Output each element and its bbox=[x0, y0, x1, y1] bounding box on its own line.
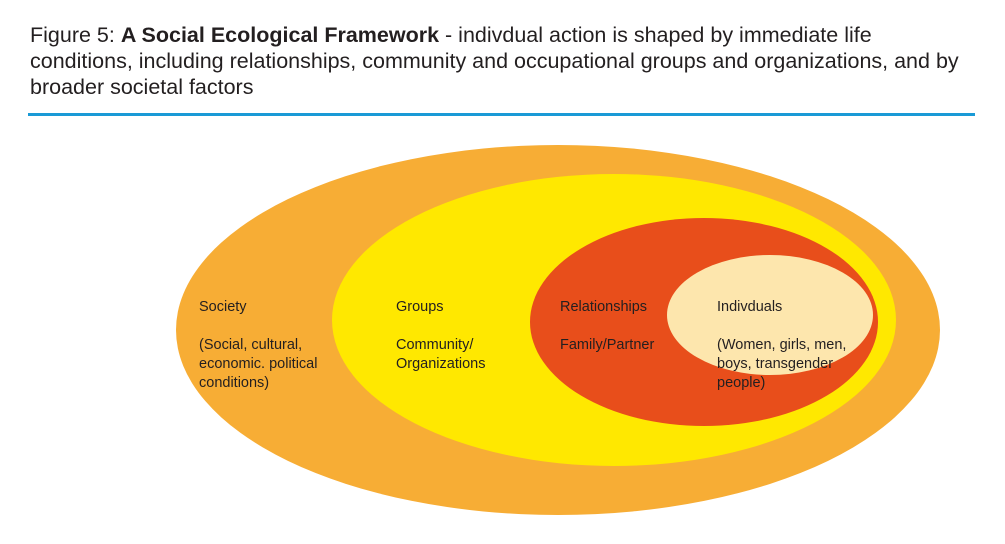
individuals-title: Indivduals bbox=[717, 299, 783, 315]
individuals-detail: (Women, girls, men, boys, transgender pe… bbox=[717, 337, 847, 391]
caption-divider bbox=[28, 113, 975, 116]
relationships-title: Relationships bbox=[560, 299, 648, 315]
caption-title: A Social Ecological Framework bbox=[120, 23, 440, 47]
groups-label: Groups Community/ Organizations bbox=[396, 279, 485, 393]
relationships-detail: Family/Partner bbox=[560, 337, 655, 353]
groups-detail: Community/ Organizations bbox=[396, 337, 486, 372]
individuals-ellipse bbox=[667, 255, 873, 375]
society-label: Society (Social, cultural, economic. pol… bbox=[199, 279, 317, 412]
individuals-label: Indivduals (Women, girls, men, boys, tra… bbox=[717, 279, 846, 412]
society-detail: (Social, cultural, economic. political c… bbox=[199, 337, 318, 391]
groups-title: Groups bbox=[396, 299, 444, 315]
society-title: Society bbox=[199, 299, 247, 315]
caption-prefix: Figure 5: bbox=[30, 23, 121, 47]
relationships-label: Relationships Family/Partner bbox=[560, 279, 654, 374]
figure-caption: Figure 5: A Social Ecological Framework … bbox=[30, 22, 970, 100]
caption-description: - indivdual action is shaped by immediat… bbox=[30, 23, 959, 99]
